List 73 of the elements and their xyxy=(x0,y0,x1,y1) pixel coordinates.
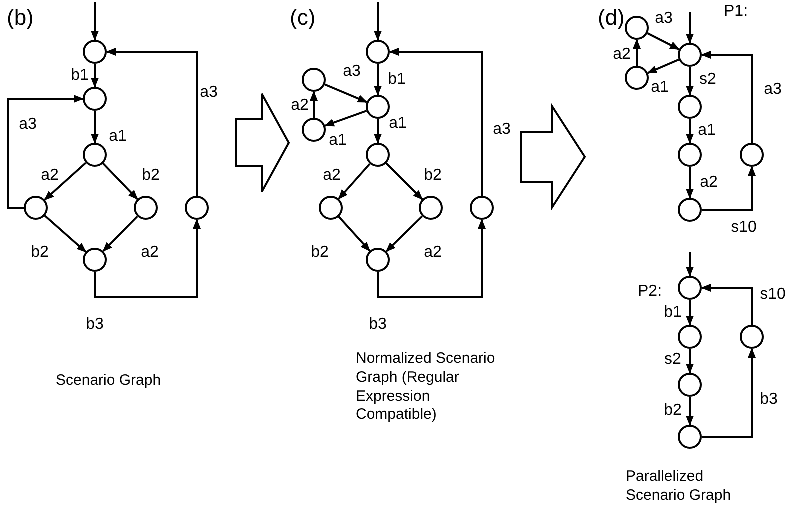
arrow xyxy=(91,111,99,144)
state-circle xyxy=(678,43,702,67)
text-label: P1: xyxy=(724,2,748,22)
state-circle xyxy=(470,196,494,220)
arrow xyxy=(686,349,694,374)
arrow xyxy=(686,167,694,199)
panel-label: (b) xyxy=(7,4,34,32)
arrow xyxy=(374,119,382,144)
state-circle xyxy=(419,196,443,220)
state-circle xyxy=(83,87,107,111)
state-circle xyxy=(83,40,107,64)
state-circle xyxy=(678,325,702,349)
arrow xyxy=(102,216,138,252)
arrow xyxy=(389,48,483,196)
panel-label: (c) xyxy=(290,4,316,32)
state-circle xyxy=(134,196,158,220)
state-circle xyxy=(366,40,390,64)
arrow xyxy=(702,348,756,438)
arrow xyxy=(686,119,694,144)
state-circle xyxy=(83,248,107,272)
arrow xyxy=(386,216,424,252)
state-circle xyxy=(366,248,390,272)
state-circle xyxy=(24,196,48,220)
arrow xyxy=(374,64,382,96)
arrow xyxy=(701,284,753,325)
arrow xyxy=(374,2,382,41)
arrow xyxy=(44,162,87,201)
state-circle xyxy=(302,118,326,142)
arrow xyxy=(686,397,694,426)
caption: Normalized Scenario Graph (Regular Expression Compatible) xyxy=(356,350,496,425)
arrow xyxy=(324,110,368,127)
arrow xyxy=(686,300,694,326)
arrow xyxy=(386,162,424,200)
arrow xyxy=(701,51,753,143)
arrow xyxy=(647,58,680,74)
arrow xyxy=(91,64,99,88)
state-circle xyxy=(83,143,107,167)
state-circle xyxy=(625,66,649,90)
arrow xyxy=(102,162,138,200)
text-label: P2: xyxy=(638,282,662,302)
arrow xyxy=(686,252,694,277)
arrow xyxy=(338,216,371,252)
arrow xyxy=(686,12,694,44)
arrow xyxy=(91,2,99,41)
state-circle xyxy=(366,95,390,119)
panel-label: (d) xyxy=(598,4,625,32)
state-circle xyxy=(678,198,702,222)
arrow xyxy=(338,163,371,200)
arrow xyxy=(106,48,198,196)
arrow xyxy=(324,84,368,104)
arrow xyxy=(702,166,756,211)
caption: Parallelized Scenario Graph xyxy=(626,468,732,506)
arrow xyxy=(633,39,641,66)
state-circle xyxy=(678,373,702,397)
state-circle xyxy=(740,143,764,167)
arrow xyxy=(310,91,318,118)
state-circle xyxy=(625,16,649,40)
state-circle xyxy=(678,425,702,449)
state-circle xyxy=(185,196,209,220)
arrow xyxy=(686,67,694,96)
state-circle xyxy=(319,196,343,220)
arrow xyxy=(377,219,486,298)
state-circle xyxy=(740,325,764,349)
state-circle xyxy=(366,143,390,167)
arrow xyxy=(44,215,87,253)
state-circle xyxy=(678,143,702,167)
arrow xyxy=(647,32,680,50)
state-circle xyxy=(302,68,326,92)
arrow xyxy=(94,219,201,298)
text-label: Scenario Graph xyxy=(56,372,162,391)
state-circle xyxy=(678,276,702,300)
state-circle xyxy=(678,95,702,119)
arrow xyxy=(7,95,84,209)
